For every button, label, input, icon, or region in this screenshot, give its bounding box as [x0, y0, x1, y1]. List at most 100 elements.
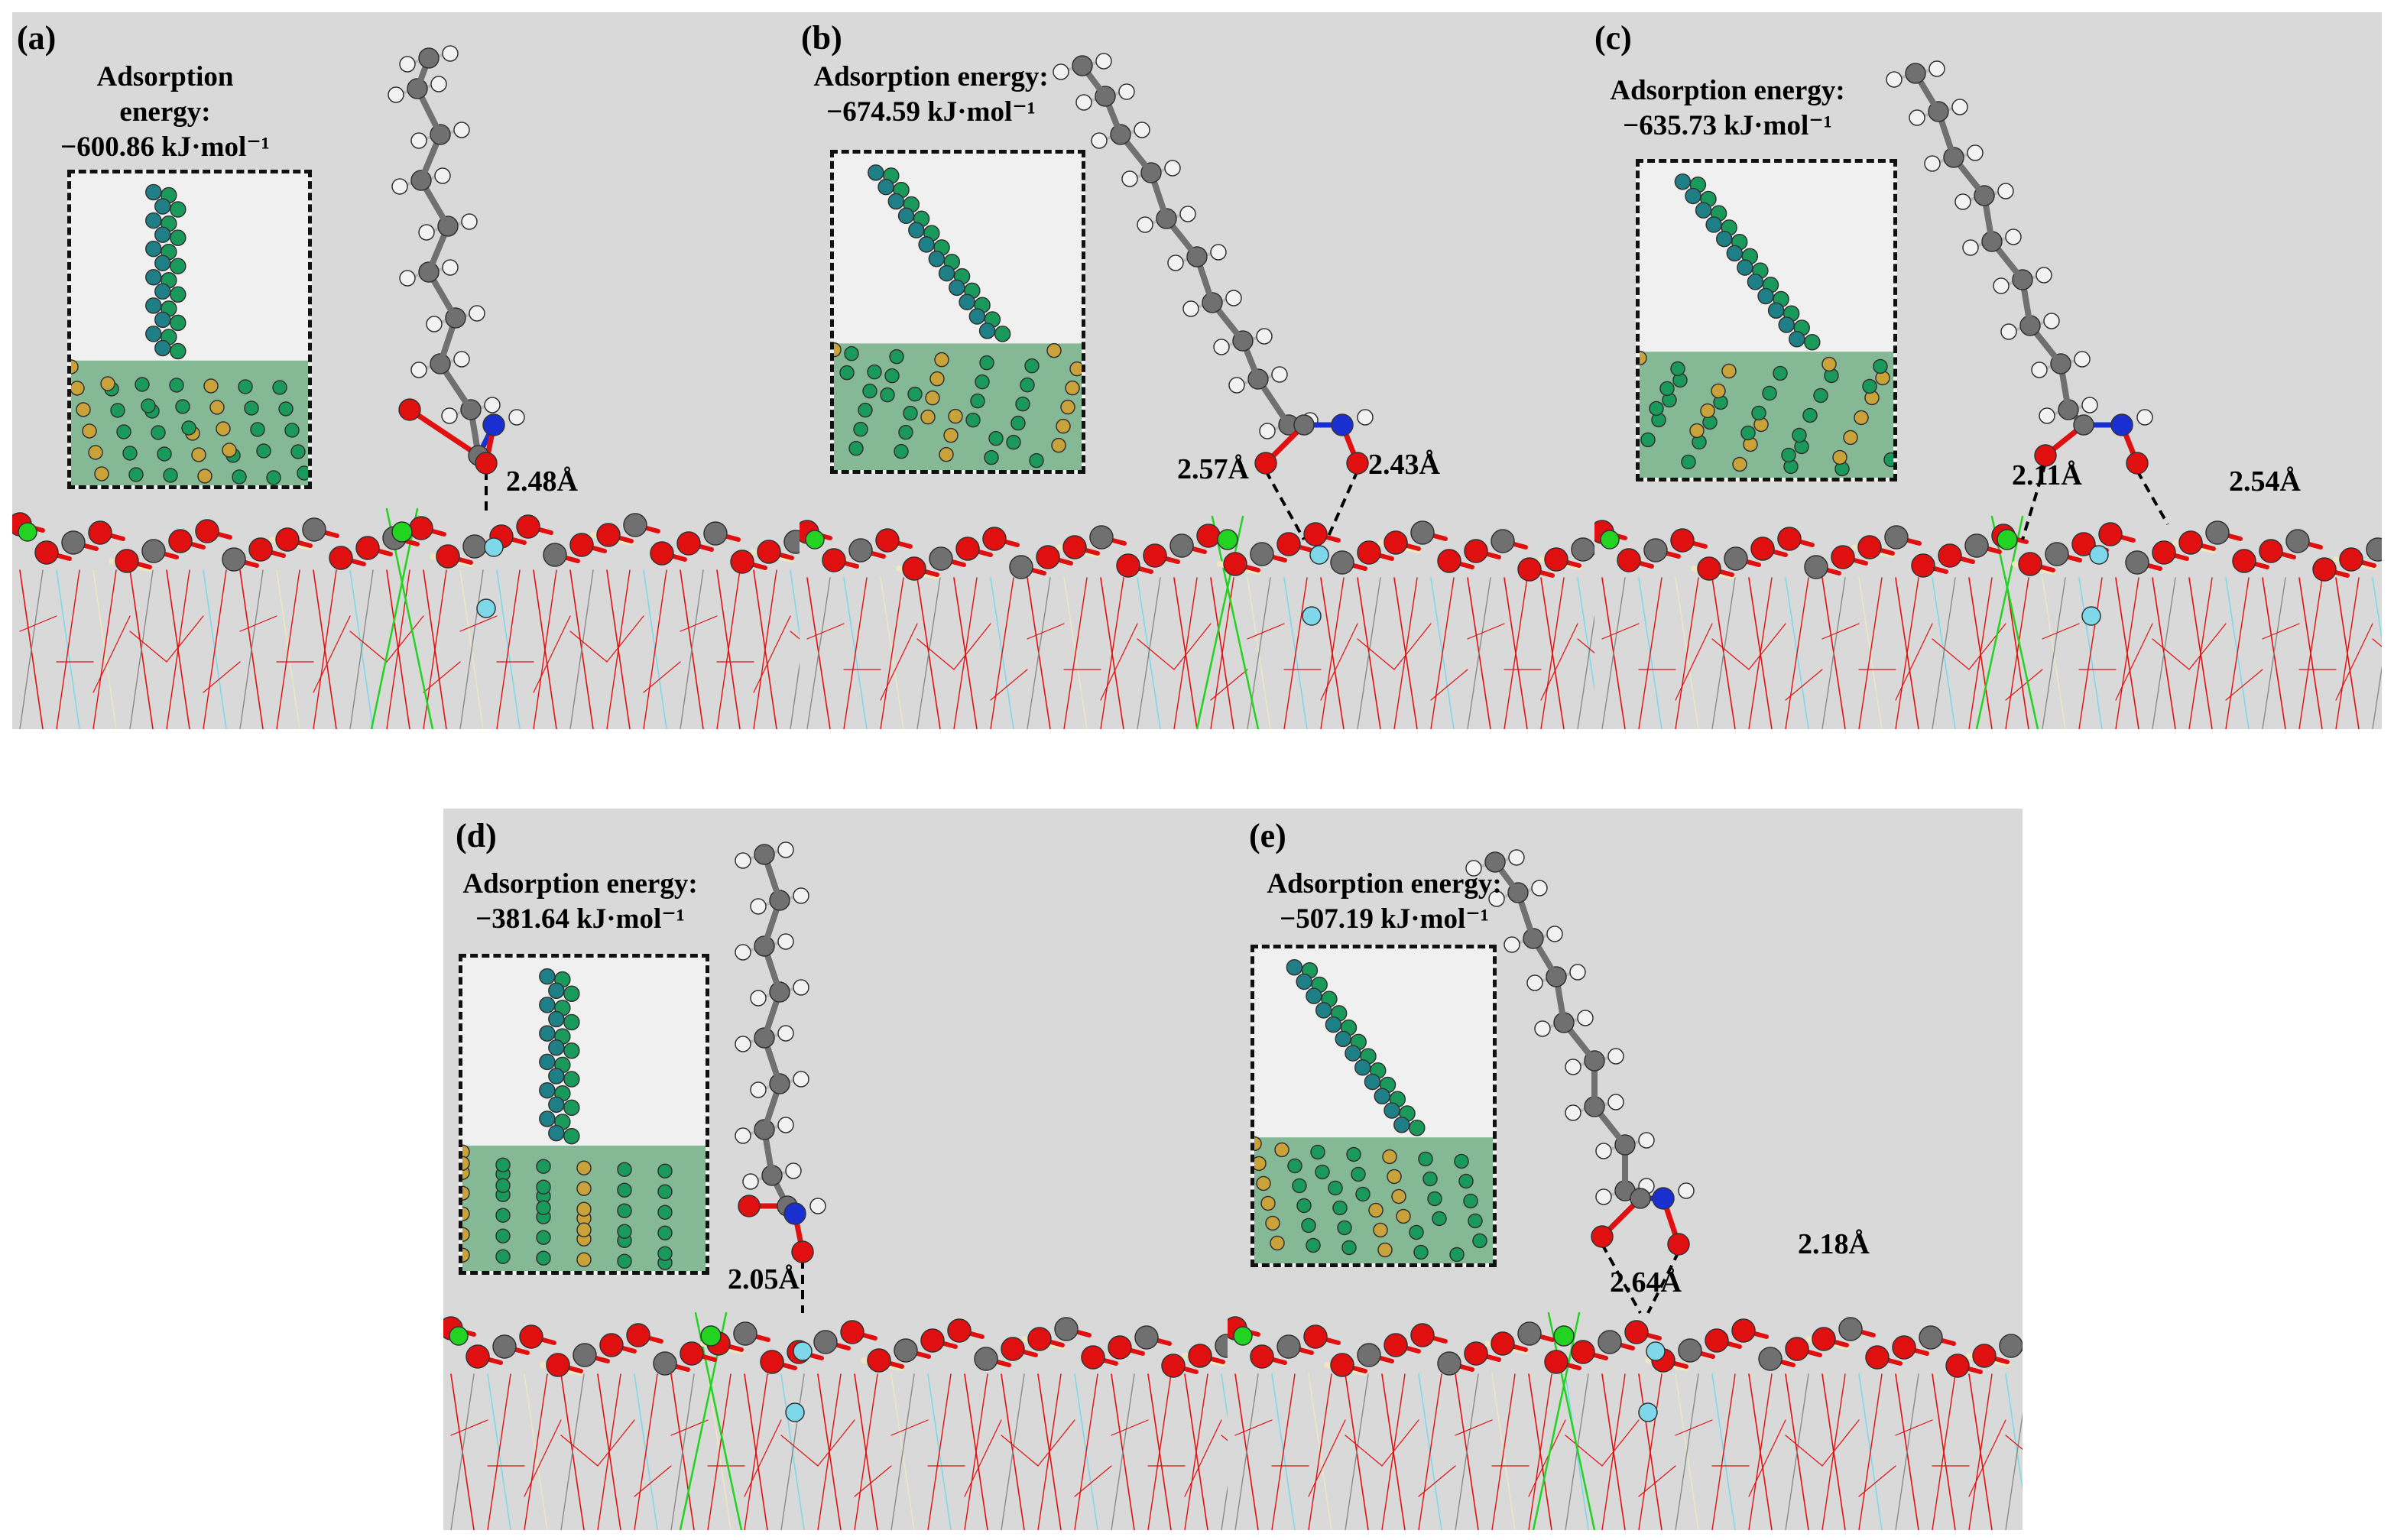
density-blob: [163, 468, 178, 483]
hydrogen-atom: [1569, 964, 1586, 981]
lattice-line: [239, 569, 264, 729]
calcium-atom: [1553, 1325, 1575, 1347]
density-blob: [1689, 423, 1705, 439]
density-blob: [548, 982, 565, 999]
lattice-line: [239, 615, 277, 632]
density-blob: [1792, 427, 1807, 443]
surface-atom: [653, 1351, 677, 1376]
lattice-line: [1001, 1373, 1025, 1530]
hydrogen-atom: [1997, 183, 2014, 199]
hydrogen-atom: [1134, 122, 1150, 138]
density-blob: [1737, 259, 1753, 276]
density-blob: [1310, 1144, 1325, 1160]
density-blob: [197, 468, 212, 484]
density-plot-a: [71, 183, 308, 485]
density-blob: [203, 378, 219, 394]
hydrogen-atom: [750, 1081, 767, 1098]
density-blob: [938, 264, 955, 282]
lattice-line: [1247, 623, 1285, 640]
density-blob: [948, 408, 963, 424]
lattice-line: [2005, 1435, 2023, 1451]
density-blob: [858, 402, 873, 418]
density-blob: [141, 398, 156, 413]
lattice-line: [1234, 1419, 1273, 1436]
surface-atom: [1410, 520, 1435, 545]
hydrogen-atom: [1053, 63, 1069, 80]
calcium-bond-line: [1975, 515, 2024, 729]
surface-atom: [2339, 547, 2363, 572]
hydrogen-atom: [1091, 132, 1108, 149]
surface-atom: [1999, 1334, 2023, 1358]
density-blob: [1427, 1191, 1442, 1207]
density-surface-band: [1254, 1137, 1493, 1263]
lattice-line: [1858, 1373, 1883, 1530]
hydrogen-atom: [750, 898, 767, 915]
lattice-line: [1308, 1419, 1346, 1497]
density-blob: [548, 1039, 565, 1056]
hydrogen-atom: [1210, 244, 1227, 261]
density-blob: [1804, 333, 1821, 351]
oxygen-atom: [738, 1195, 761, 1217]
density-blob: [1296, 973, 1312, 990]
density-blob: [1306, 1237, 1321, 1253]
density-blob: [1778, 316, 1795, 333]
hydrogen-atom: [735, 1036, 751, 1052]
surface-atom: [1544, 547, 1568, 572]
surface-atom: [894, 1338, 918, 1363]
lattice-line: [1074, 1373, 1098, 1530]
density-blob: [135, 377, 150, 392]
hydrogen-atom: [469, 305, 485, 322]
hydrogen-atom: [1565, 1104, 1581, 1121]
hydrogen-atom: [1357, 409, 1374, 426]
coordination-dash: [1325, 470, 1359, 540]
density-blob: [563, 1013, 580, 1031]
lattice-line: [1467, 577, 1491, 729]
hydrogen-atom: [442, 45, 459, 62]
density-blob: [94, 466, 109, 481]
hydrogen-atom: [1638, 1132, 1655, 1149]
lattice-line: [1601, 577, 1626, 729]
surface-atom: [1831, 545, 1855, 569]
surface-atom: [1517, 557, 1542, 582]
density-blob: [462, 1247, 470, 1263]
carbon-atom: [2073, 414, 2094, 436]
lattice-line: [1785, 577, 1809, 729]
lattice-line: [19, 569, 44, 729]
surface-atom: [1188, 1344, 1212, 1368]
density-blob: [657, 1225, 673, 1240]
density-blob: [1843, 430, 1858, 446]
surface-atom: [596, 523, 621, 547]
panel-e: (e) Adsorption energy: −507.19 kJ·mol⁻¹ …: [1228, 809, 2023, 1530]
lattice-line: [817, 1419, 855, 1467]
density-blob: [929, 371, 945, 387]
lattice-line: [680, 615, 718, 632]
surface-atom: [1892, 1335, 1916, 1360]
surface-atom: [676, 531, 701, 556]
surface-atom: [115, 549, 139, 573]
density-blob: [925, 390, 940, 406]
lattice-line: [1345, 1373, 1369, 1530]
hydrogen-atom: [735, 1127, 751, 1144]
surface-atom: [1143, 543, 1167, 568]
surface-atom: [1357, 1343, 1381, 1367]
surface-atom: [436, 544, 460, 569]
surface-atom: [329, 546, 353, 570]
hydrogen-atom: [777, 1117, 794, 1133]
hydrogen-atom: [1256, 328, 1273, 345]
lattice-line: [1601, 623, 1640, 640]
hydrogen-atom: [1909, 109, 1925, 126]
lattice-line: [1430, 577, 1455, 729]
density-blob: [1789, 330, 1805, 348]
surface-atom: [1758, 1347, 1783, 1371]
lattice-line: [1638, 1373, 1662, 1530]
hydrogen-atom: [1928, 60, 1945, 77]
density-blob: [984, 449, 999, 465]
fluorine-atom: [785, 1402, 805, 1422]
lattice-line: [166, 569, 190, 729]
density-blob: [250, 422, 265, 437]
lattice-line: [634, 1465, 672, 1497]
lattice-line: [2262, 577, 2286, 729]
nitrogen-atom: [783, 1202, 806, 1225]
surface-atom: [1464, 539, 1488, 563]
density-blob: [617, 1162, 632, 1177]
